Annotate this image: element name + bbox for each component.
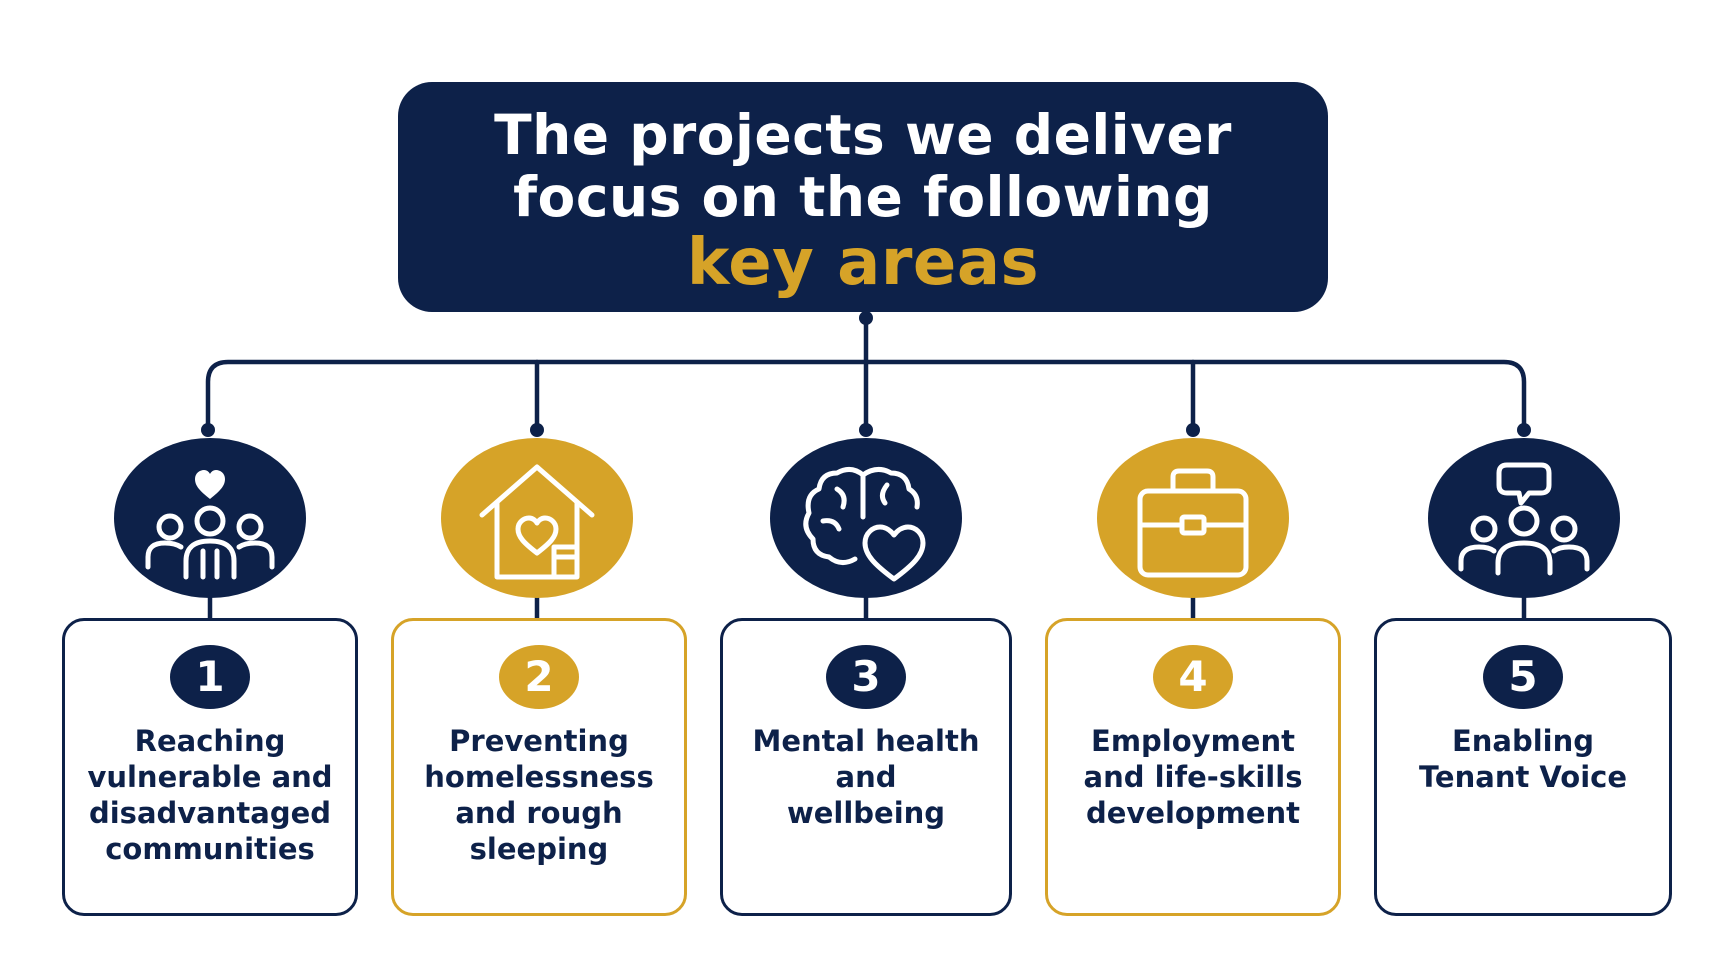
area-3-icon-circle: [770, 438, 962, 598]
area-label: Preventing homelessness and rough sleepi…: [424, 724, 654, 866]
area-number-badge: 2: [499, 645, 579, 709]
area-2-icon-circle: [441, 438, 633, 598]
area-card-1: 1 Reaching vulnerable and disadvantaged …: [62, 618, 358, 916]
community-heart-icon: [145, 470, 275, 580]
area-card-3: 3 Mental health and wellbeing: [720, 618, 1012, 916]
brain-heart-icon: [803, 467, 926, 582]
area-label: Reaching vulnerable and disadvantaged co…: [87, 724, 333, 866]
area-number-badge: 1: [170, 645, 250, 709]
house-heart-icon: [479, 464, 595, 580]
area-4-icon-circle: [1097, 438, 1289, 598]
briefcase-icon: [1137, 468, 1249, 578]
area-card-5: 5 Enabling Tenant Voice: [1374, 618, 1672, 916]
title-line-1: The projects we deliver: [494, 103, 1232, 167]
area-5-icon-circle: [1428, 438, 1620, 598]
area-card-2: 2 Preventing homelessness and rough slee…: [391, 618, 687, 916]
area-1-icon-circle: [114, 438, 306, 598]
area-label: Enabling Tenant Voice: [1419, 724, 1627, 794]
area-number-badge: 3: [826, 645, 906, 709]
title-banner: The projects we deliver focus on the fol…: [398, 82, 1328, 312]
area-label: Mental health and wellbeing: [752, 724, 980, 830]
area-number-badge: 4: [1153, 645, 1233, 709]
area-card-4: 4 Employment and life-skills development: [1045, 618, 1341, 916]
title-accent: key areas: [686, 226, 1040, 300]
title-line-2: focus on the following: [513, 165, 1213, 229]
area-number-badge: 5: [1483, 645, 1563, 709]
area-label: Employment and life-skills development: [1083, 724, 1303, 830]
group-chat-icon: [1458, 462, 1590, 576]
